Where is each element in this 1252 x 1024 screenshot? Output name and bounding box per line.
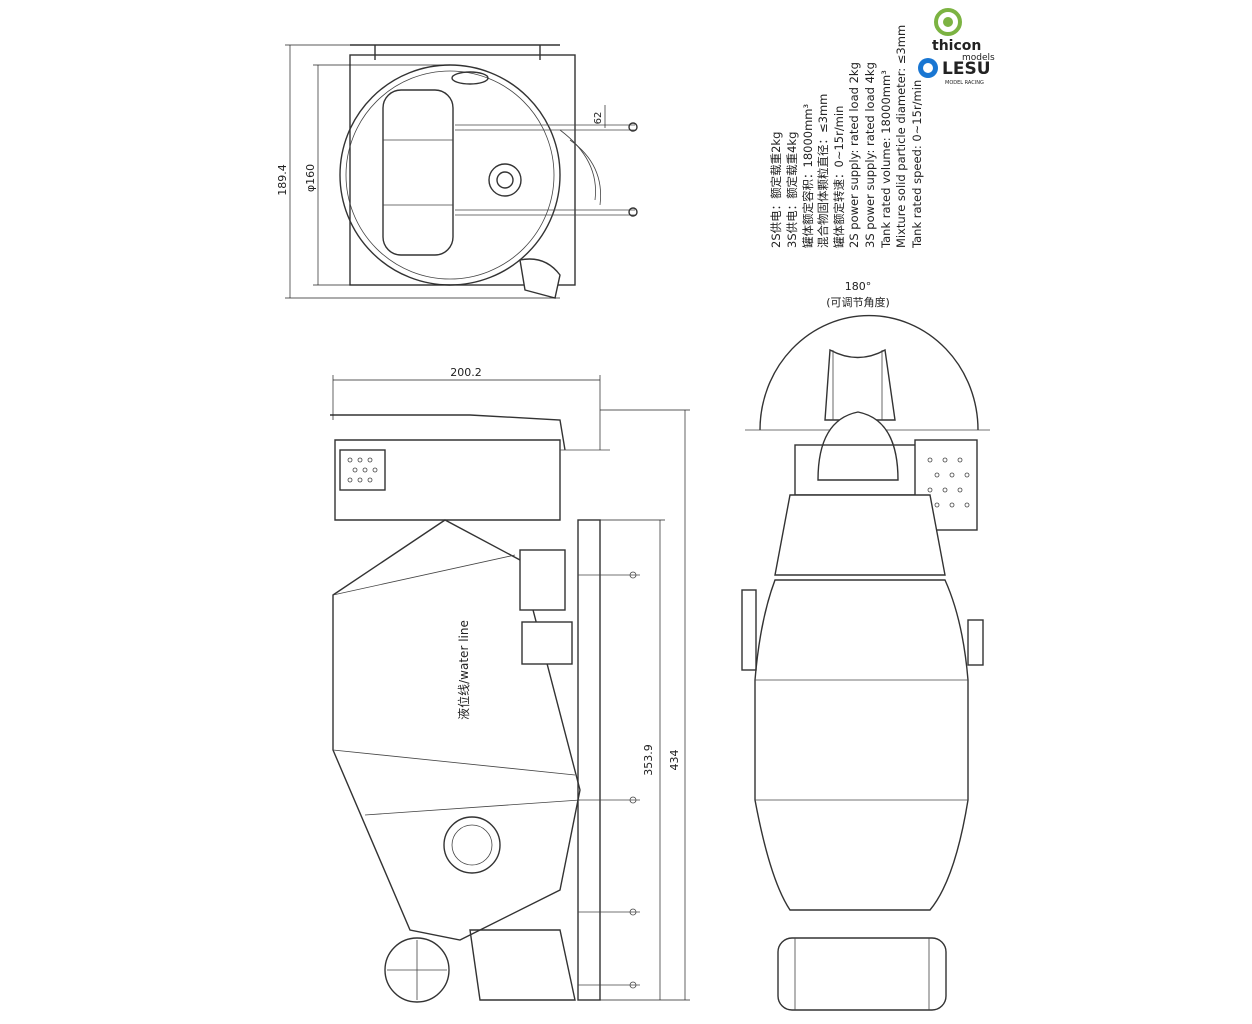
dim-text-62: 62 [593,112,604,125]
drum-front [754,579,969,911]
water-tank-top [382,89,454,256]
rotation-note: (可调节角度) [826,295,890,309]
spec-line: Tank rated speed: 0~15r/min [910,79,925,248]
top-view [285,44,638,299]
spec-line: 3S供电：额定载重4kg [784,131,799,248]
dim-text-434: 434 [668,750,681,771]
spec-line: Tank rated volume: 18000mm³ [878,70,893,248]
side-view [330,375,690,1003]
chassis-rail [577,519,601,1001]
side-top-frame [334,439,561,521]
thicon-logo: thicon models [932,8,995,63]
spec-line: 罐体额定转速：0~15r/min [832,105,847,248]
dim-text-189: 189.4 [276,164,289,196]
spec-line: 2S power supply: rated load 2kg [847,62,861,248]
spec-line: 3S power supply: rated load 4kg [862,62,877,248]
spec-line: 混合物固体颗粒直径：≤3mm [816,93,831,248]
water-tank-front [777,937,947,1011]
dim-text-353: 353.9 [642,744,655,776]
top-view-frame [349,54,576,286]
lesu-logo: LESU MODEL RACING [918,58,991,86]
control-box [521,621,573,665]
front-view [741,314,990,1011]
dim-text-160: φ160 [304,164,317,192]
drum-side [332,519,581,941]
thicon-text: thicon [932,38,981,54]
rotation-arc [759,314,979,431]
rotation-angle: 180° [845,280,872,293]
gear-icon [934,8,962,36]
water-line-label: 液位线/water line [456,620,471,720]
lesu-sub: MODEL RACING [945,80,984,86]
dim-text-200: 200.2 [450,366,482,379]
spec-line: 2S供电：额定载重2kg [769,131,783,248]
lesu-text: LESU [942,59,991,79]
thicon-sub: models [962,53,995,63]
spec-line: 罐体额定容积：18000mm³ [800,103,815,248]
spec-line: Mixture solid particle diameter: ≤3mm [894,24,909,248]
